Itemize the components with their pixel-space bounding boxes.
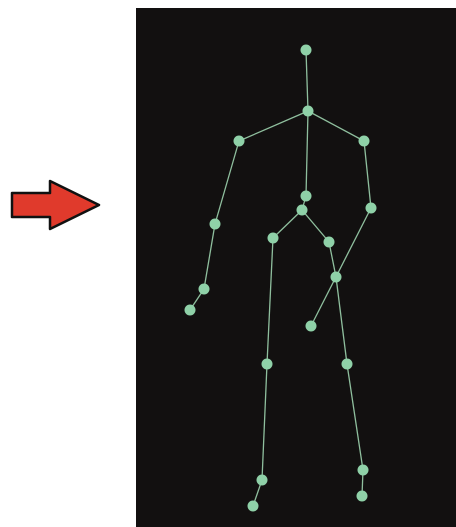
bone-right-hip-to-right-thigh-mid [328, 241, 337, 278]
joint-right-thigh-mid [330, 271, 342, 283]
bone-neck-to-left-shoulder [238, 110, 309, 142]
bone-neck-to-spine-mid [305, 110, 309, 197]
bone-pelvis-to-right-hip [301, 209, 330, 243]
joint-right-hip [323, 236, 335, 248]
skeleton-bones [189, 49, 372, 507]
bone-head-to-neck [305, 49, 309, 112]
joint-left-hand [184, 304, 196, 316]
joint-neck [302, 105, 314, 117]
joint-left-ankle [256, 474, 268, 486]
joint-right-shoulder [358, 135, 370, 147]
bone-right-shoulder-to-right-elbow [363, 140, 372, 209]
joint-left-knee [261, 358, 273, 370]
bone-left-shoulder-to-left-elbow [214, 140, 240, 225]
joint-head [300, 44, 312, 56]
joint-right-knee [341, 358, 353, 370]
joint-spine-mid [300, 190, 312, 202]
joint-right-foot [356, 490, 368, 502]
joint-left-wrist [198, 283, 210, 295]
skeleton-joints [184, 44, 377, 512]
joint-left-foot [247, 500, 259, 512]
right-arrow-icon [10, 179, 101, 231]
bone-left-knee-to-left-ankle [261, 363, 268, 481]
joint-left-hip [267, 232, 279, 244]
joint-right-ankle [357, 464, 369, 476]
direction-arrow [10, 179, 101, 231]
bone-left-elbow-to-left-wrist [203, 223, 216, 290]
bone-right-elbow-to-right-hand [310, 207, 372, 327]
bone-neck-to-right-shoulder [307, 110, 365, 142]
joint-right-elbow [365, 202, 377, 214]
skeleton-panel [136, 8, 456, 527]
joint-pelvis [296, 204, 308, 216]
joint-left-elbow [209, 218, 221, 230]
bone-left-hip-to-left-knee [266, 237, 274, 365]
joint-right-hand [305, 320, 317, 332]
bone-pelvis-to-left-hip [272, 209, 303, 239]
joint-left-shoulder [233, 135, 245, 147]
bone-right-knee-to-right-ankle [346, 363, 364, 471]
bone-right-thigh-mid-to-right-knee [335, 276, 348, 365]
